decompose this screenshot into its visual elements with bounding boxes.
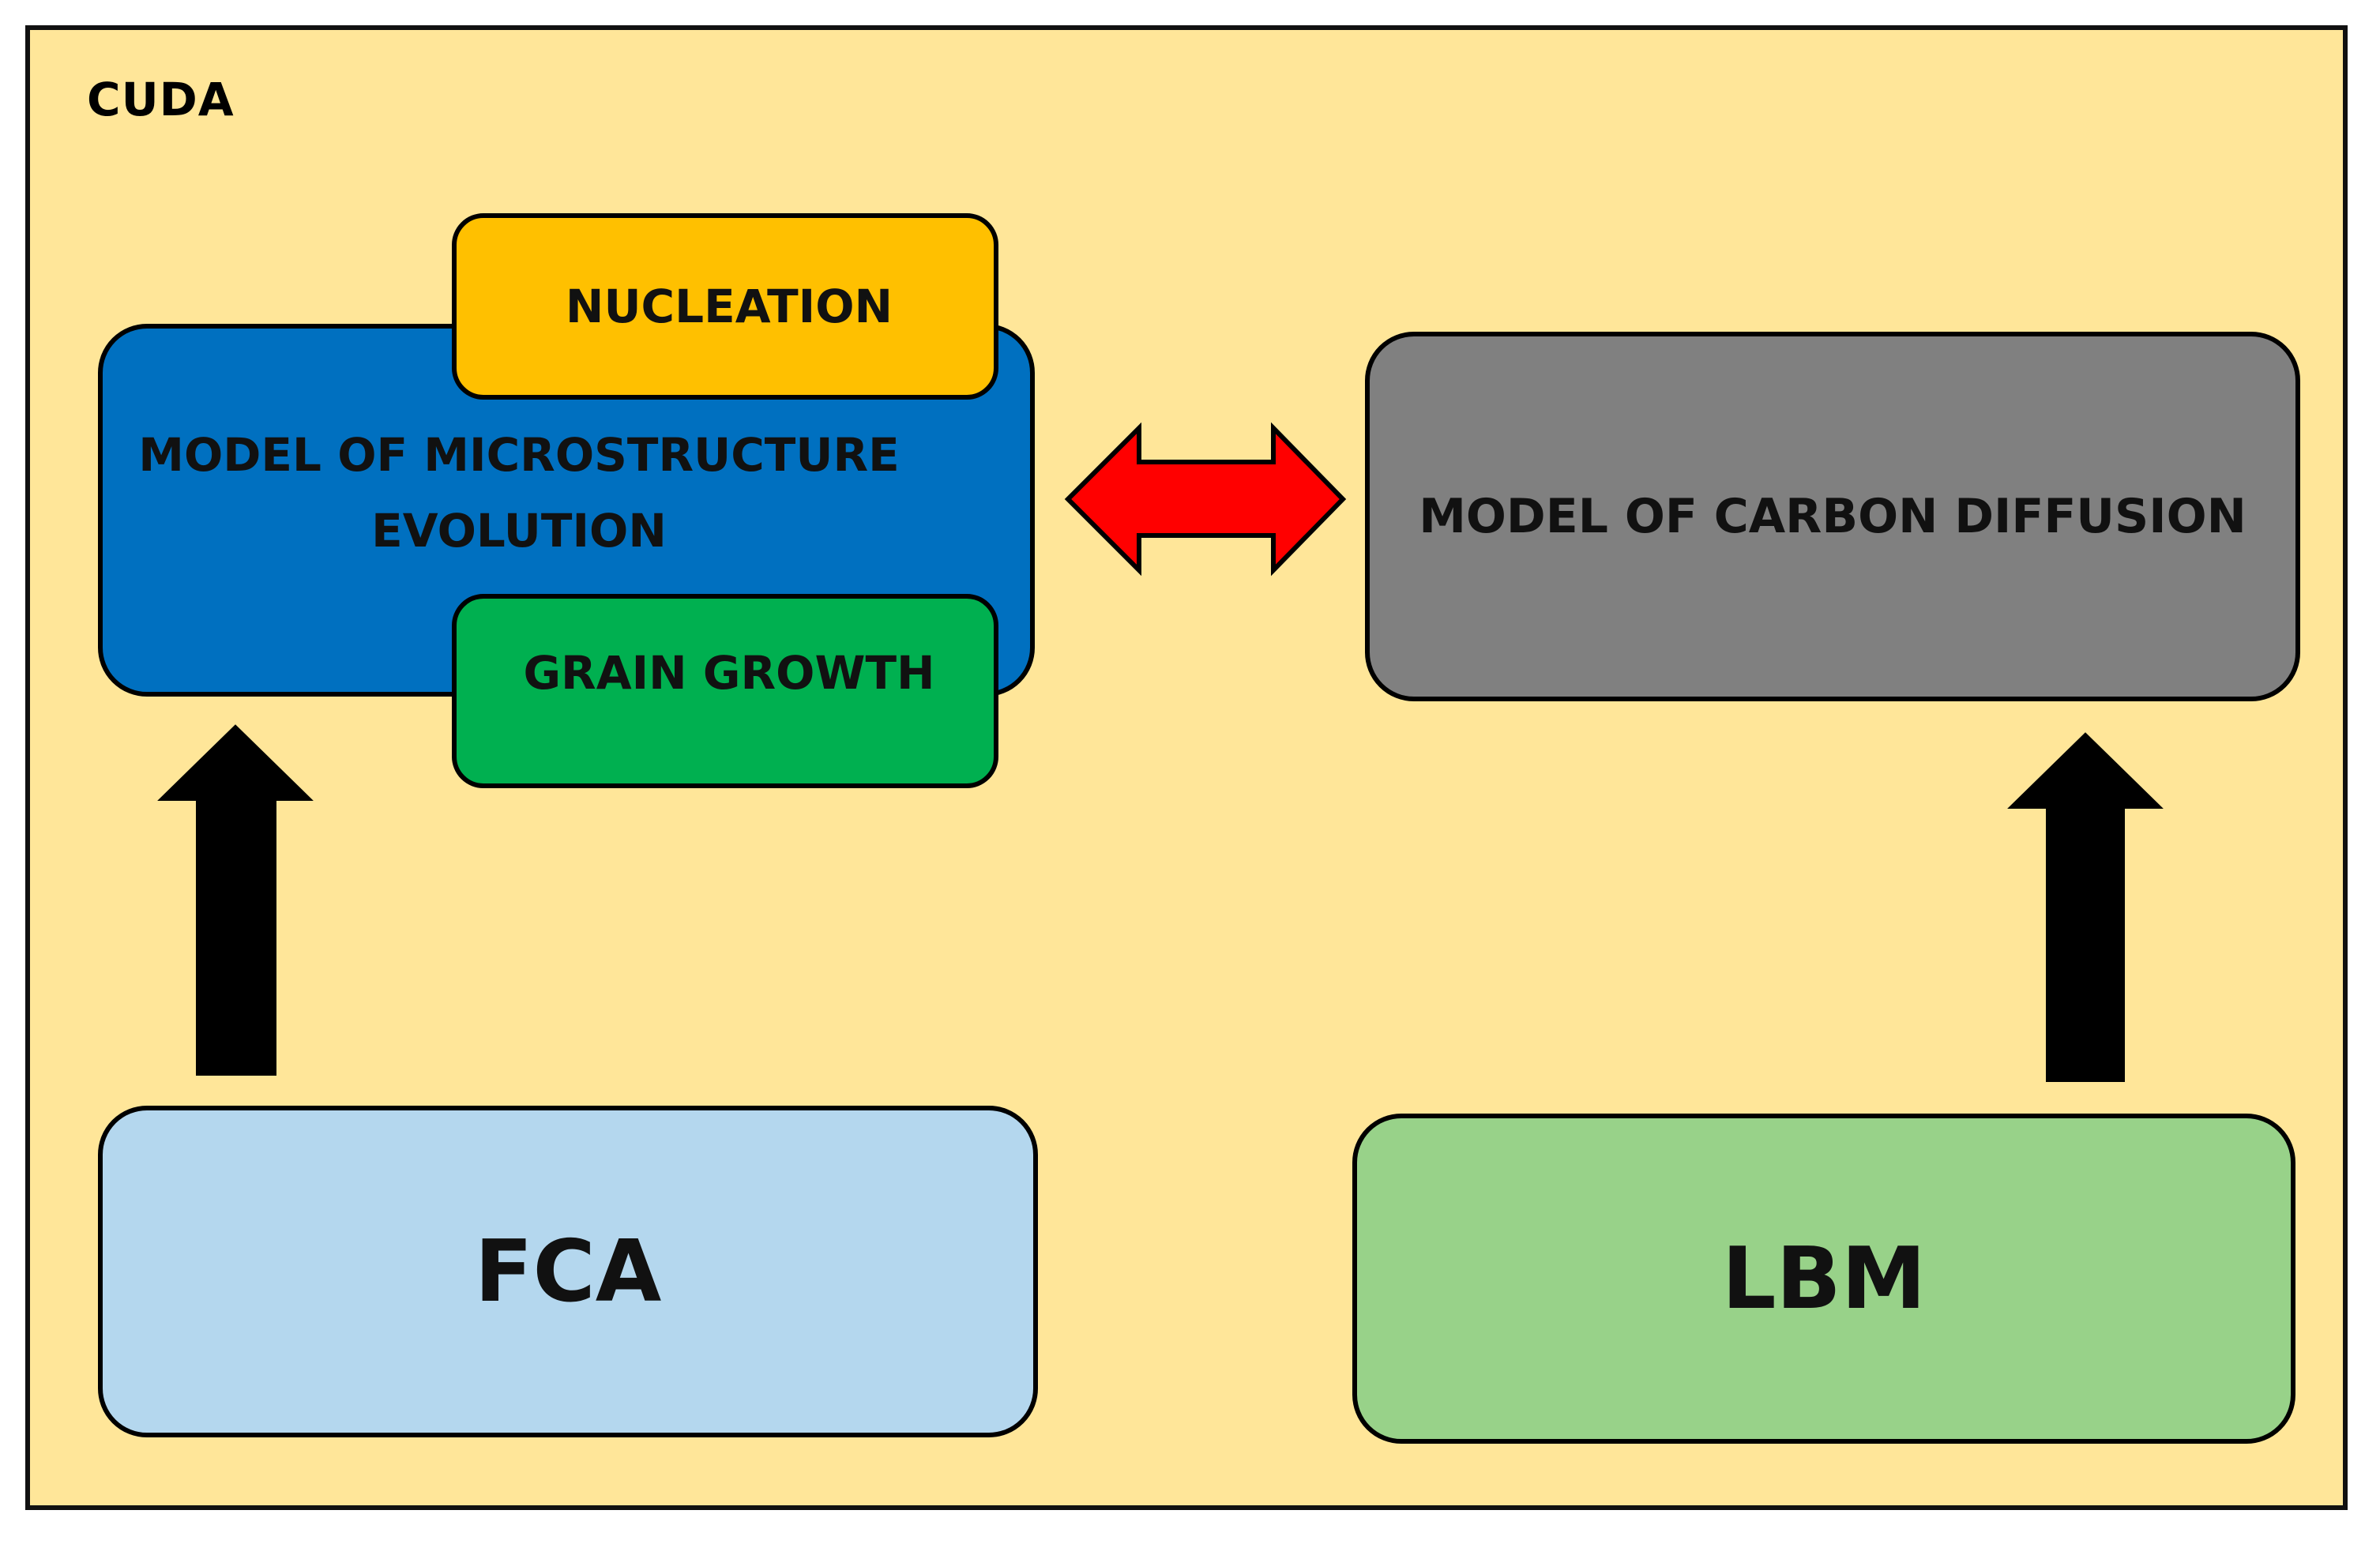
bidirectional-arrow-icon <box>1064 422 1347 577</box>
cuda-label: CUDA <box>87 73 235 126</box>
carbon-diffusion-label: MODEL OF CARBON DIFFUSION <box>1419 489 2247 544</box>
nucleation-label: NUCLEATION <box>565 280 893 333</box>
grain-growth-label: GRAIN GROWTH <box>523 646 935 700</box>
lbm-label: LBM <box>1721 1229 1927 1328</box>
nucleation-box: NUCLEATION <box>452 213 998 400</box>
fca-box: FCA <box>98 1106 1038 1437</box>
carbon-diffusion-box: MODEL OF CARBON DIFFUSION <box>1365 332 2300 701</box>
up-arrow-fca-icon <box>157 724 314 1076</box>
microstructure-evolution-label: MODEL OF MICROSTRUCTURE EVOLUTION <box>138 417 900 569</box>
microstructure-label-line2: EVOLUTION <box>371 504 667 558</box>
up-arrow-lbm-icon <box>2007 732 2164 1082</box>
grain-growth-box: GRAIN GROWTH <box>452 594 998 788</box>
lbm-box: LBM <box>1352 1114 2295 1444</box>
fca-label: FCA <box>474 1222 662 1321</box>
microstructure-label-line1: MODEL OF MICROSTRUCTURE <box>138 428 900 482</box>
